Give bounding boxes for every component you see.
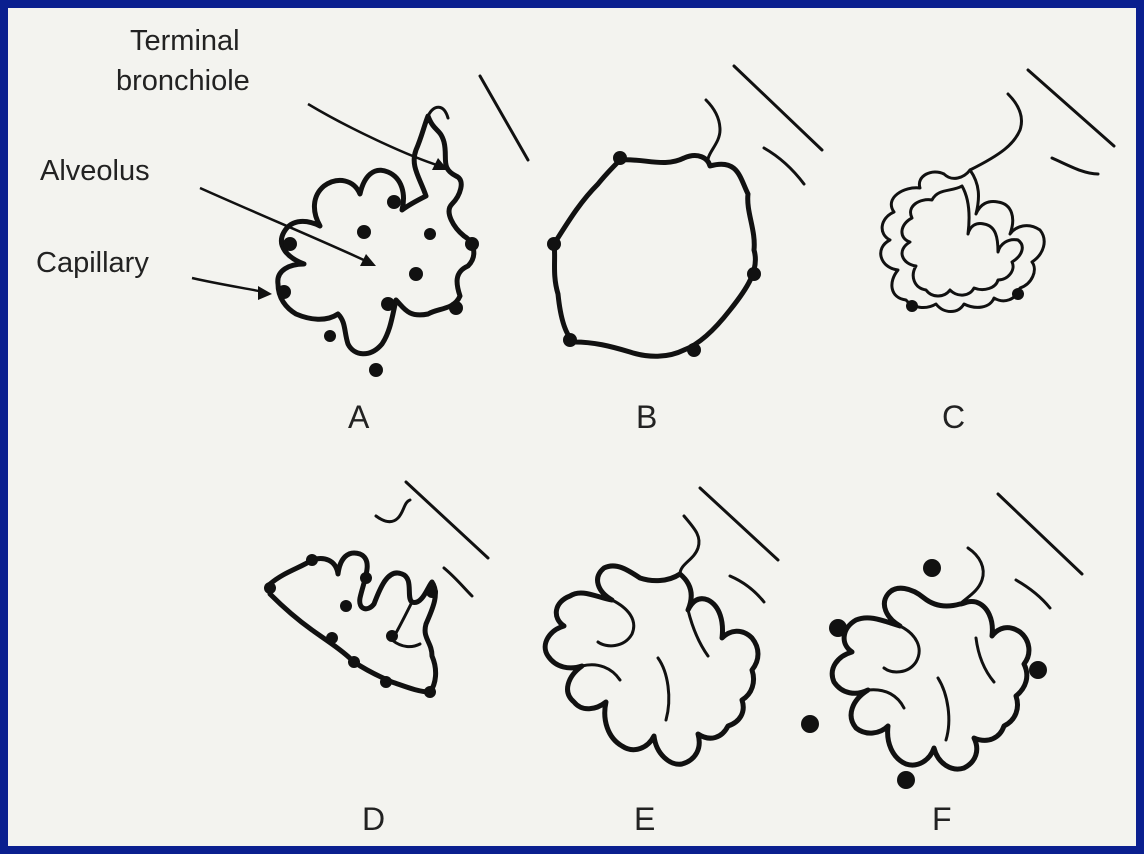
panel-b-bronchiole-wall — [734, 66, 822, 150]
panel-d-alveolar-sac — [270, 553, 436, 692]
panel-e-alveolar-sac — [545, 566, 758, 764]
panel-f-inner-fold — [938, 678, 949, 740]
panel-e-duct-edge-lower — [730, 576, 764, 602]
capillary-dot — [465, 237, 479, 251]
panel-b-duct-edge-lower — [764, 148, 804, 184]
panel-f-duct-edge-lower — [1016, 580, 1050, 608]
capillary-dot — [357, 225, 371, 239]
capillary-dot — [348, 656, 360, 668]
panel-d-duct-edge-lower — [444, 568, 472, 596]
panel-e-inner-fold — [688, 610, 708, 656]
panel-b-alveolar-sac — [554, 156, 755, 357]
capillary-dot — [563, 333, 577, 347]
capillary-arrow — [192, 278, 264, 292]
capillary-dot — [409, 267, 423, 281]
panel-b — [547, 66, 822, 357]
capillary-dot — [424, 228, 436, 240]
panel-e-inner-fold — [658, 658, 669, 720]
panel-e-duct-edge — [680, 516, 699, 574]
capillary-label: Capillary — [36, 247, 149, 279]
callout-arrows — [192, 104, 448, 300]
capillary-dot — [340, 600, 352, 612]
panel-f-inner-fold — [884, 626, 919, 672]
capillary-dot — [326, 632, 338, 644]
panel-d — [264, 482, 488, 698]
alveoli-diagram: Terminal bronchiole Alveolus Capillary — [8, 8, 1136, 846]
capillary-dot — [264, 582, 276, 594]
panel-label-d: D — [362, 801, 385, 837]
arrowhead — [258, 286, 272, 300]
capillary-dot — [426, 586, 438, 598]
capillary-dot — [547, 237, 561, 251]
capillary-dot — [283, 237, 297, 251]
panel-a-bronchiole-wall — [480, 76, 528, 160]
panel-label-e: E — [634, 801, 655, 837]
panel-d-duct-edge — [376, 500, 410, 522]
panel-b-capillaries — [547, 151, 761, 357]
panel-b-duct-edge — [706, 100, 720, 166]
panel-e — [545, 488, 778, 764]
capillary-dot — [449, 301, 463, 315]
panel-f-alveolar-sac — [832, 588, 1029, 769]
capillary-dot — [306, 554, 318, 566]
figure-frame: Terminal bronchiole Alveolus Capillary — [8, 8, 1136, 846]
capillary-dot — [829, 619, 847, 637]
panel-label-f: F — [932, 801, 952, 837]
panel-c-duct-edge — [970, 94, 1022, 170]
panel-f-bronchiole-wall — [998, 494, 1082, 574]
panel-label-a: A — [348, 399, 370, 435]
panel-f-inner-fold — [868, 690, 904, 708]
capillary-dot — [424, 686, 436, 698]
capillary-dot — [380, 676, 392, 688]
panel-f-capillaries — [801, 559, 1047, 789]
panel-c-bronchiole-wall — [1028, 70, 1114, 146]
panel-c — [881, 70, 1114, 312]
panel-f — [801, 494, 1082, 789]
capillary-dot — [277, 285, 291, 299]
capillary-dot — [369, 363, 383, 377]
capillary-dot — [906, 300, 918, 312]
capillary-dot — [687, 343, 701, 357]
panel-e-inner-fold — [598, 600, 634, 646]
panel-label-c: C — [942, 399, 965, 435]
panel-d-capillaries — [264, 554, 438, 698]
panel-label-b: B — [636, 399, 657, 435]
capillary-dot — [897, 771, 915, 789]
terminal-bronchiole-label-line2: bronchiole — [116, 65, 250, 97]
capillary-dot — [381, 297, 395, 311]
panel-a-duct-edge — [428, 107, 448, 118]
panel-c-duct-edge-lower — [1052, 158, 1098, 174]
alveolus-label: Alveolus — [40, 155, 150, 187]
capillary-dot — [360, 572, 372, 584]
capillary-dot — [387, 195, 401, 209]
capillary-dot — [613, 151, 627, 165]
panel-e-inner-fold — [582, 665, 620, 680]
capillary-dot — [386, 630, 398, 642]
panel-e-bronchiole-wall — [700, 488, 778, 560]
capillary-dot — [923, 559, 941, 577]
capillary-dot — [801, 715, 819, 733]
panel-f-duct-edge — [960, 548, 983, 604]
capillary-dot — [324, 330, 336, 342]
capillary-dot — [747, 267, 761, 281]
panel-d-bronchiole-wall — [406, 482, 488, 558]
capillary-dot — [1012, 288, 1024, 300]
capillary-dot — [1029, 661, 1047, 679]
terminal-bronchiole-label-line1: Terminal — [130, 25, 240, 57]
panel-f-inner-fold — [976, 638, 994, 682]
panel-a — [277, 76, 528, 377]
